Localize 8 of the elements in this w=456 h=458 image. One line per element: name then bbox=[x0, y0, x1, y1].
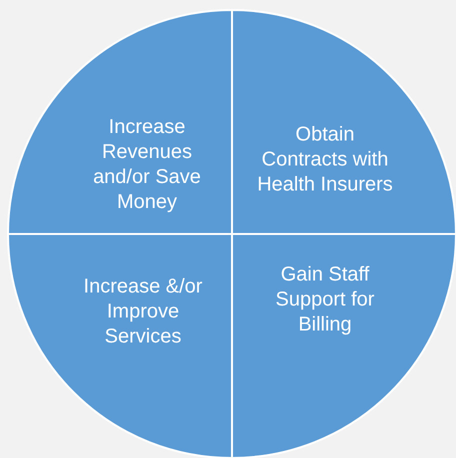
quadrant-label: Increase &/or Improve Services bbox=[82, 274, 204, 350]
pie-quadrant bbox=[232, 10, 456, 234]
pie-quadrant bbox=[8, 10, 232, 234]
quadrant-label: Gain Staff Support for Billing bbox=[274, 262, 376, 338]
pie-quadrant bbox=[8, 234, 232, 458]
quadrant-label: Increase Revenues and/or Save Money bbox=[92, 115, 202, 215]
pie-quadrant bbox=[232, 234, 456, 458]
quadrant-label: Obtain Contracts with Health Insurers bbox=[256, 122, 394, 198]
